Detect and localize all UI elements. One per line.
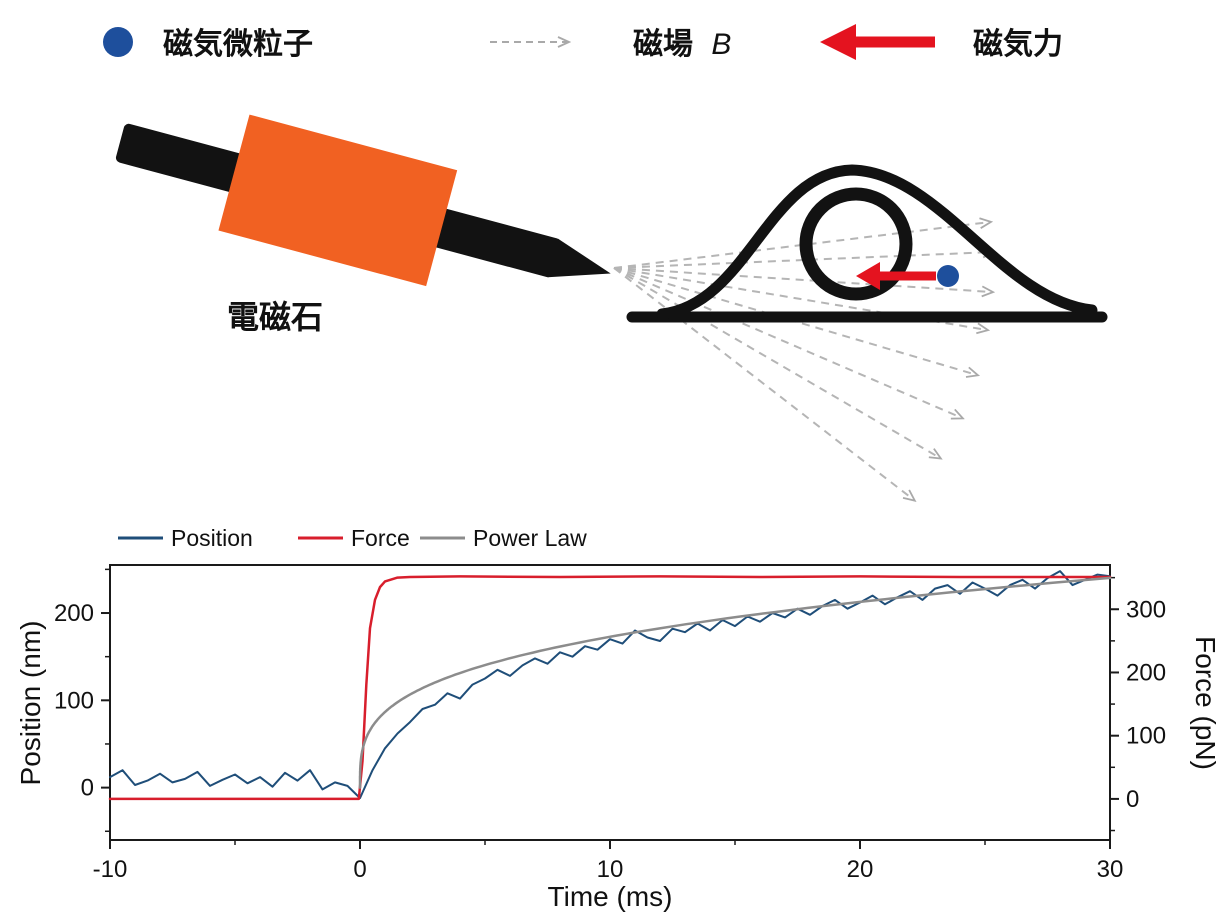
field-line — [613, 267, 962, 418]
x-tick-label: 30 — [1097, 856, 1124, 883]
diagram-legend: 磁気微粒子 磁場 B 磁気力 — [103, 24, 1063, 61]
force-arrow-icon — [856, 262, 936, 290]
cell — [626, 164, 1108, 323]
plot-series — [108, 570, 1112, 801]
x-tick-label: 0 — [353, 856, 366, 883]
x-tick-label: -10 — [93, 856, 128, 883]
left-axis-title: Position (nm) — [15, 621, 46, 786]
powerlaw-legend-label: Power Law — [473, 525, 587, 551]
left-tick-label: 200 — [54, 600, 94, 627]
right-tick-label: 0 — [1126, 786, 1139, 813]
force-legend-label: Force — [351, 525, 410, 551]
magnet-coil — [218, 114, 458, 287]
field-line — [613, 267, 992, 292]
force-legend-label: 磁気力 — [973, 27, 1063, 61]
field-line — [613, 267, 940, 458]
right-tick-label: 300 — [1126, 596, 1166, 623]
right-tick-label: 200 — [1126, 659, 1166, 686]
x-tick-label: 10 — [597, 856, 624, 883]
position-legend-label: Position — [171, 525, 253, 551]
magnet-tip — [547, 238, 611, 278]
field-legend-label: 磁場 B — [633, 27, 731, 61]
left-tick-label: 100 — [54, 687, 94, 714]
electromagnet — [115, 114, 611, 287]
electromagnet-label: 電磁石 — [227, 299, 323, 335]
force-legend-arrow-icon — [820, 24, 935, 60]
cell-nucleus — [799, 187, 913, 301]
bead-legend-icon — [103, 27, 133, 57]
series-line-force — [108, 575, 1112, 801]
series-line-position — [109, 570, 1111, 800]
left-tick-label: 0 — [81, 775, 94, 802]
magnetic-tweezers-diagram: 磁気微粒子 磁場 B 磁気力 電磁石 — [103, 24, 1108, 520]
series-line-power-law — [358, 576, 1112, 789]
right-axis-title: Force (pN) — [1190, 636, 1221, 770]
x-tick-label: 20 — [847, 856, 874, 883]
magnetic-bead — [937, 265, 959, 287]
chart-legend: Position Force Power Law — [118, 525, 587, 551]
cell-membrane — [656, 164, 1098, 320]
right-tick-label: 100 — [1126, 723, 1166, 750]
field-line — [613, 267, 914, 500]
bead-legend-label: 磁気微粒子 — [163, 27, 313, 61]
x-axis-title: Time (ms) — [548, 881, 673, 912]
